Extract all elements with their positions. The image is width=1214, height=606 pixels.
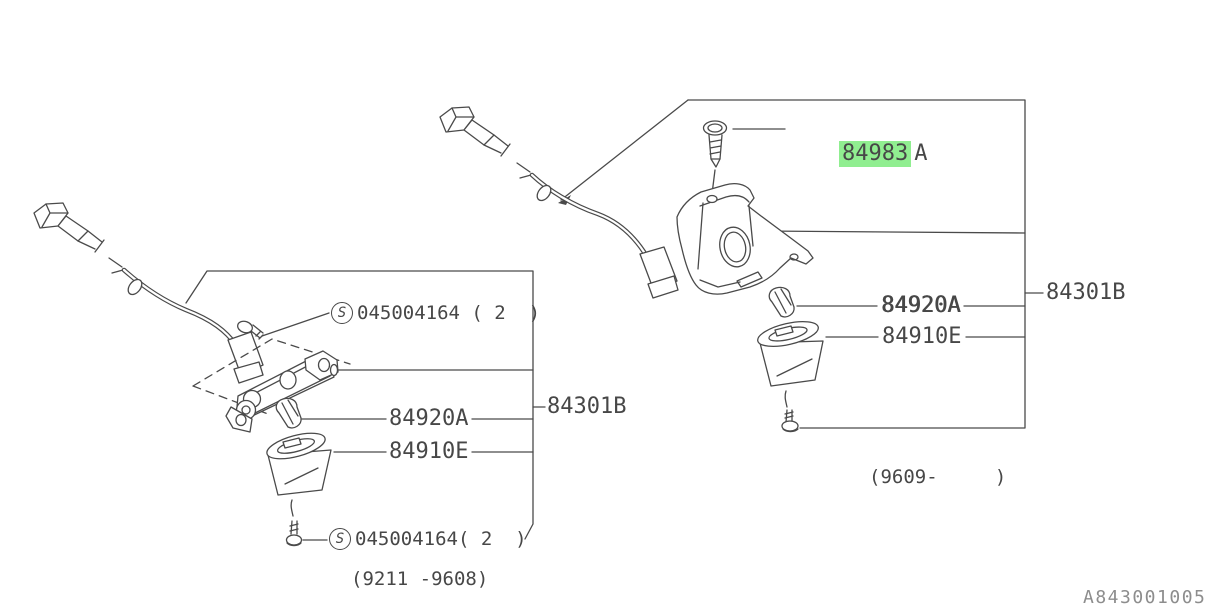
right-screw-bottom — [781, 409, 799, 433]
part-suffix: A — [914, 141, 928, 166]
right-reference-lines — [558, 99, 1044, 429]
left-screw — [285, 520, 328, 547]
s-symbol-icon: S — [329, 528, 351, 550]
part-label-bulb-left[interactable]: 84920A — [389, 406, 469, 431]
right-bulb — [768, 286, 795, 318]
right-bracket — [676, 183, 814, 295]
part-label-lens-right[interactable]: 84910E — [882, 324, 962, 349]
left-lens-housing — [266, 432, 387, 517]
right-wire-harness — [516, 162, 679, 299]
highlighted-part-number[interactable]: 84983 — [838, 141, 912, 167]
part-label-bulb-right[interactable]: 84920A — [881, 293, 961, 318]
part-number-text: 045004164( 2 ) — [355, 528, 527, 550]
s-symbol-icon: S — [331, 302, 353, 324]
part-label-assembly-left[interactable]: 84301B — [547, 394, 627, 419]
part-label-lens-left[interactable]: 84910E — [389, 439, 469, 464]
right-lens-housing — [757, 320, 824, 408]
production-range-right: (9609- ) — [869, 466, 1007, 488]
left-wire-harness — [108, 257, 264, 384]
part-label-assembly-right[interactable]: 84301B — [1046, 280, 1126, 305]
diagram-code: A843001005 — [1083, 587, 1207, 606]
right-screw-top — [702, 120, 728, 195]
production-range-left: (9211 -9608) — [351, 568, 489, 590]
part-number-text: 045004164 ( 2 ) — [357, 302, 541, 324]
left-bulb — [275, 397, 387, 429]
left-connector — [33, 202, 105, 253]
left-reference-lines — [185, 270, 546, 540]
left-lamp-housing — [225, 350, 339, 433]
right-connector — [439, 106, 511, 157]
left-bolt — [237, 312, 330, 340]
part-label-fastener-bottom[interactable]: S 045004164( 2 ) — [329, 527, 527, 551]
part-label-fastener-top[interactable]: S 045004164 ( 2 ) — [331, 301, 540, 325]
